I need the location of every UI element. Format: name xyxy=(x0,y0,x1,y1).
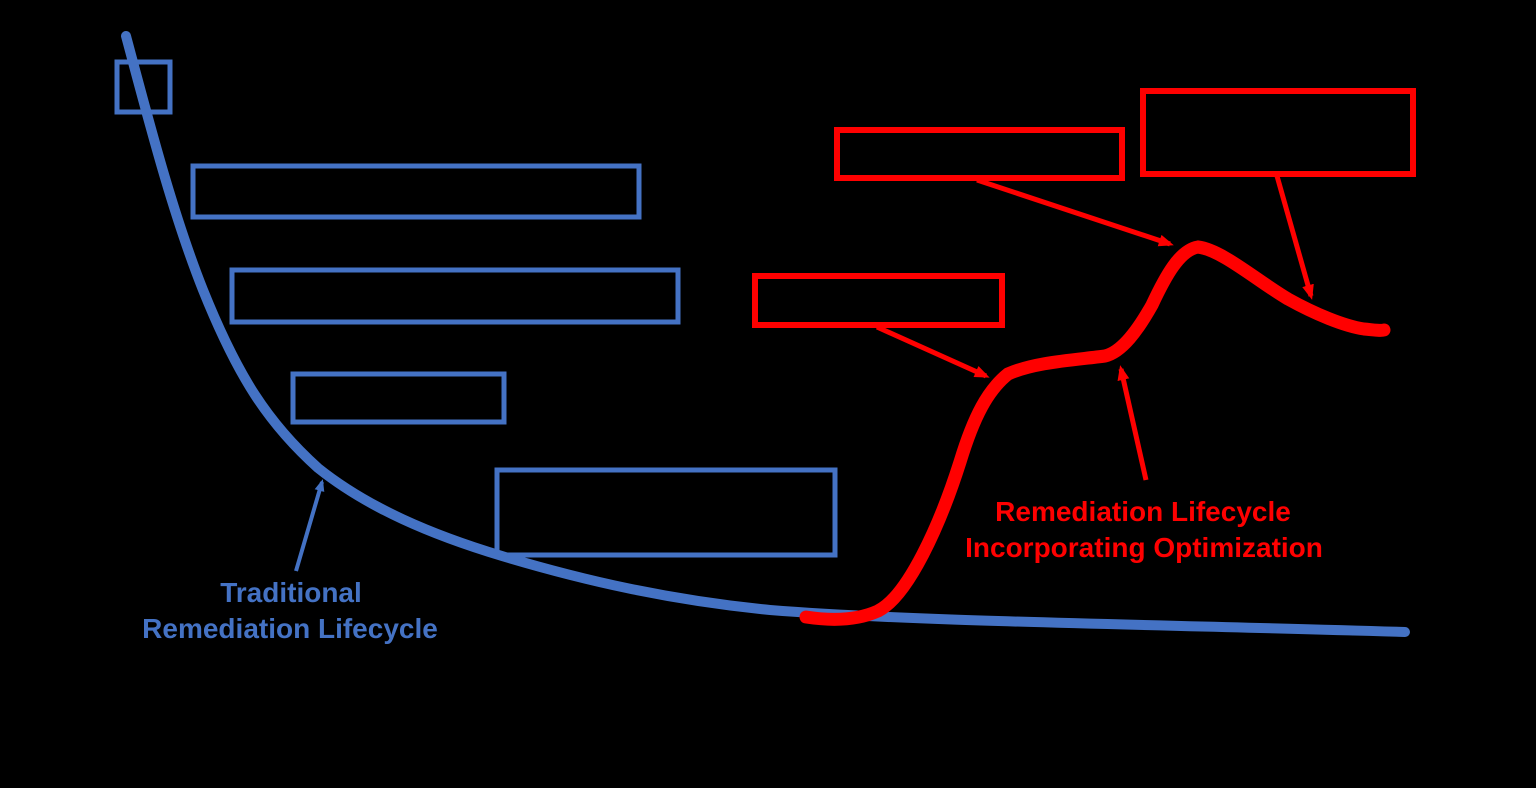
optimized-label-line2: Incorporating Optimization xyxy=(965,532,1323,563)
blue-callout-box-1 xyxy=(190,163,642,220)
red-callout-box-2 xyxy=(1140,88,1416,177)
blue-callout-box-2 xyxy=(229,267,681,325)
red-callout-3-arrow xyxy=(875,324,990,379)
traditional-label-line2: Remediation Lifecycle xyxy=(142,613,438,644)
traditional-label-arrow xyxy=(294,479,325,572)
milestone-square-box xyxy=(114,59,173,115)
optimized-label-line1: Remediation Lifecycle xyxy=(995,496,1291,527)
optimized-lifecycle-curve xyxy=(799,240,1391,626)
blue-callout-box-4 xyxy=(494,467,838,558)
optimized-label-arrow xyxy=(1117,365,1149,481)
red-callout-box-1 xyxy=(834,127,1125,181)
red-callout-2-arrow xyxy=(1274,175,1314,300)
traditional-lifecycle-curve xyxy=(121,31,1410,637)
red-callout-1-arrow xyxy=(976,177,1174,247)
blue-callout-box-3 xyxy=(290,371,507,425)
traditional-label-line1: Traditional xyxy=(220,577,362,608)
red-callout-box-3 xyxy=(752,273,1005,328)
